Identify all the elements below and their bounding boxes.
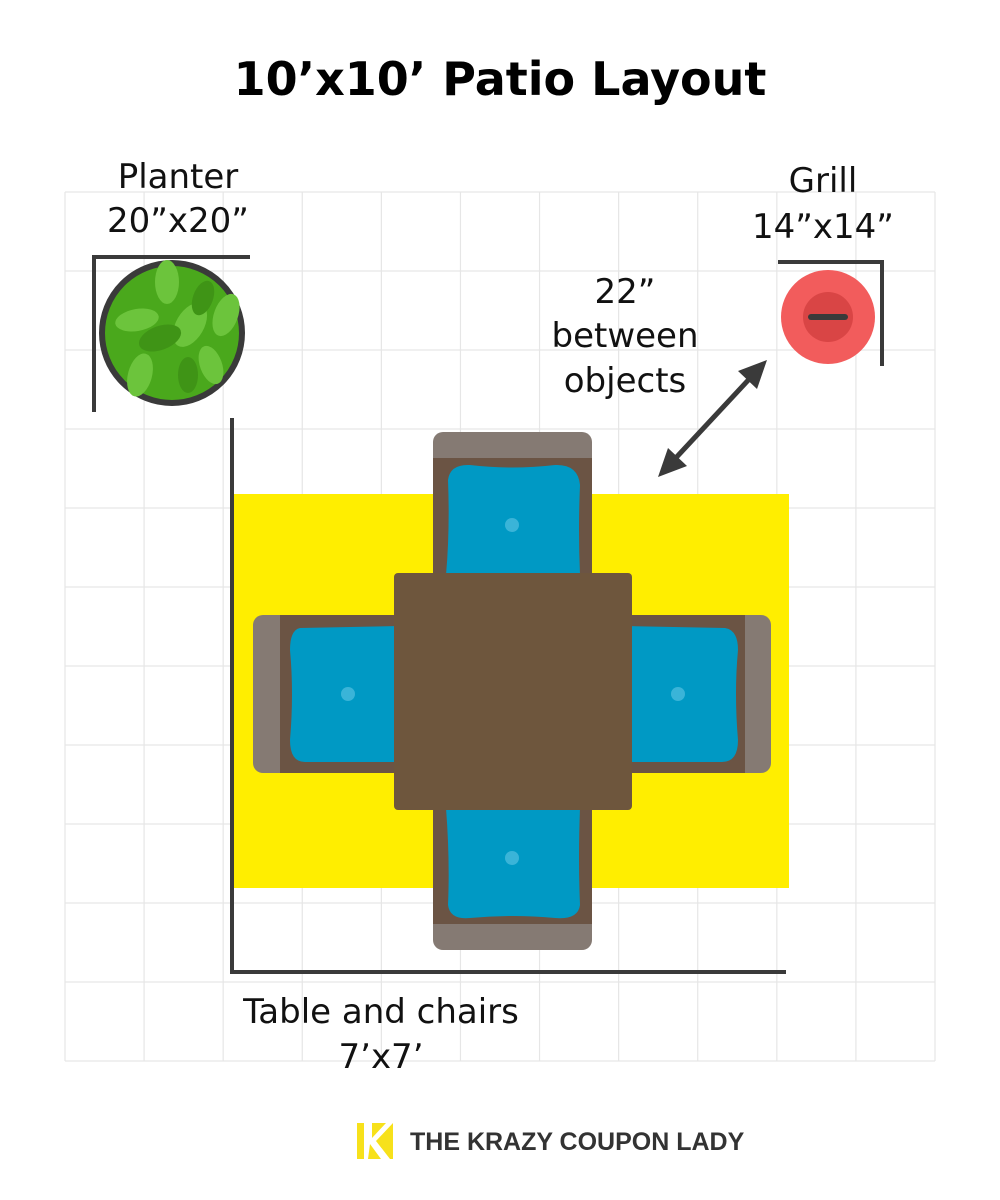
brand-name: THE KRAZY COUPON LADY	[410, 1128, 745, 1156]
planter	[99, 260, 245, 406]
grill-label: Grill	[789, 161, 858, 201]
chair-top	[433, 432, 592, 582]
table-label: Table and chairs	[242, 992, 519, 1032]
double-arrow-icon	[658, 360, 767, 477]
table	[394, 573, 632, 810]
chair-right	[622, 615, 771, 773]
grill-size: 14”x14”	[752, 207, 894, 247]
grill	[781, 270, 875, 364]
gap-value: 22”	[595, 272, 656, 312]
planter-size: 20”x20”	[107, 201, 249, 241]
gap-label-line2: between	[551, 316, 698, 356]
dimension-brackets	[92, 255, 884, 974]
planter-label: Planter	[118, 157, 239, 197]
gap-label-line3: objects	[564, 361, 687, 401]
table-size: 7’x7’	[339, 1037, 424, 1077]
page-title: 10’x10’ Patio Layout	[234, 52, 767, 106]
chair-bottom	[433, 800, 592, 950]
brand-logo	[357, 1123, 393, 1159]
chair-left	[253, 615, 403, 773]
